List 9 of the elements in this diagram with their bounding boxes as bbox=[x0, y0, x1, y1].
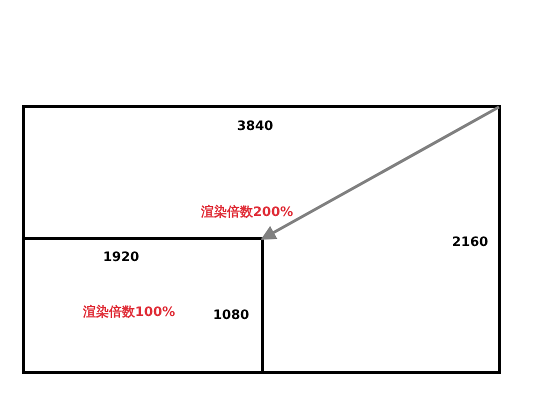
dimension-label: 1080 bbox=[213, 308, 250, 324]
scale-label: 渲染倍数200% bbox=[201, 205, 294, 221]
scale-label: 渲染倍数100% bbox=[83, 305, 176, 321]
inner-rectangle bbox=[22, 237, 264, 374]
arrow bbox=[260, 106, 500, 240]
dimension-label: 1920 bbox=[103, 250, 140, 266]
outer-rectangle bbox=[22, 105, 501, 374]
dimension-label: 2160 bbox=[452, 235, 488, 251]
dimension-label: 3840 bbox=[237, 119, 274, 135]
